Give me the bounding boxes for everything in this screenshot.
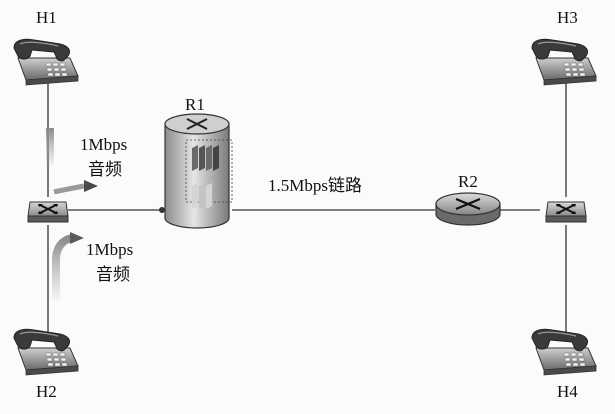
flow-h2-kind: 音频: [96, 265, 130, 284]
telephone-icon-h3: [531, 38, 597, 86]
flow-h1-rate: 1Mbps: [80, 135, 128, 154]
link-endpoint-dot: [159, 207, 165, 213]
telephone-icon-h1: [13, 38, 79, 86]
router-with-buffer-icon-r1: [164, 113, 233, 229]
link-label: 1.5Mbps链路: [268, 176, 362, 195]
flow-h1-arrow-icon: [84, 180, 98, 192]
flow-h1-packets: [46, 128, 54, 166]
flow-h1-trail: [53, 183, 85, 195]
flow-h2-rate: 1Mbps: [86, 240, 134, 259]
telephone-icon-h2: [13, 328, 79, 376]
telephone-icon-h4: [531, 328, 597, 376]
router-label-r2: R2: [458, 172, 478, 191]
flow-h2-trail: [52, 234, 74, 300]
router-icon-r2: [435, 192, 501, 226]
host-label-h4: H4: [557, 382, 578, 401]
host-label-h2: H2: [36, 382, 57, 401]
host-label-h1: H1: [36, 8, 57, 27]
flow-h1: [46, 128, 98, 195]
links: [47, 80, 567, 333]
flow-h2-arrow-icon: [70, 232, 84, 244]
router-label-r1: R1: [185, 95, 205, 114]
switch-icon-left: [27, 201, 69, 223]
flow-h1-kind: 音频: [88, 160, 122, 179]
flow-h2: [52, 232, 84, 300]
host-label-h3: H3: [557, 8, 578, 27]
switch-icon-right: [545, 201, 587, 223]
buffer-packets: [192, 145, 219, 209]
